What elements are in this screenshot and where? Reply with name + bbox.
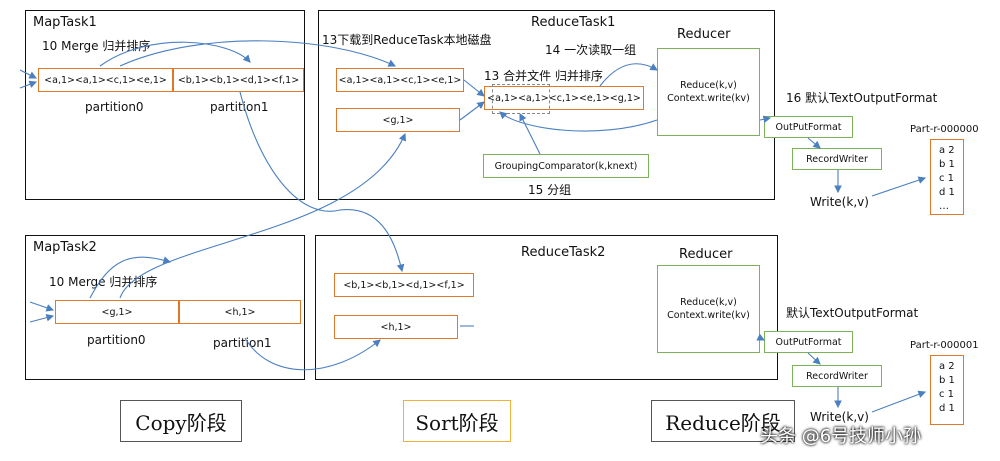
- reducer2-default-format-label: 默认TextOutputFormat: [786, 306, 919, 320]
- file-line: b 1: [939, 159, 955, 170]
- file-line: b 1: [939, 375, 955, 386]
- arrow-p0-to-reducetask1: [119, 40, 396, 67]
- reducer1-output-file: a 2 b 1 c 1 d 1 …: [930, 139, 964, 215]
- arrow-out-maptask2: [29, 313, 55, 323]
- maptask2-partition0-box: <g,1>: [55, 300, 179, 324]
- maptask2-partition1-box: <h,1>: [179, 300, 301, 324]
- arrow-box2-to-merged: [459, 101, 485, 121]
- reducer1-write-label: Write(k,v): [810, 195, 869, 209]
- watermark: 头条 @6号技师小孙: [760, 426, 922, 447]
- maptask1-panel: [25, 10, 305, 200]
- reducer2-outputformat-box: OutPutFormat: [764, 331, 853, 353]
- file-line: …: [939, 201, 949, 212]
- arrow-merged-to-reducer1: [599, 63, 658, 87]
- reducetask2-panel: [315, 235, 778, 380]
- arrow-reducer1-loop: [499, 111, 658, 132]
- arrow-out-maptask1: [19, 80, 38, 89]
- reducer1-outputformat-box: OutPutFormat: [764, 116, 853, 138]
- grouping-comparator-box: GroupingComparator(k,knext): [483, 154, 649, 178]
- reducer1-box: Reduce(k,v) Context.write(kv): [657, 48, 760, 136]
- maptask1-partition1-label: partition1: [210, 100, 269, 114]
- reducer1-recordwriter-box: RecordWriter: [792, 148, 882, 170]
- reducer2-write-label: Write(k,v): [810, 410, 869, 424]
- reducer1-reduce-line: Reduce(k,v): [680, 80, 737, 91]
- sort-stage-label: Sort阶段: [403, 400, 511, 442]
- arrow-write-file-1: [871, 176, 927, 197]
- reducetask1-step15-label: 15 分组: [528, 183, 572, 197]
- reducetask2-box2: <h,1>: [334, 315, 458, 339]
- arrow-outputformat-recordwriter-1: [807, 137, 821, 149]
- arrow-into-maptask2: [29, 301, 55, 312]
- reducer1-title: Reducer: [677, 27, 731, 42]
- file-line: c 1: [939, 173, 955, 184]
- reducer2-box: Reduce(k,v) Context.write(kv): [657, 265, 760, 353]
- arrow-outputformat-recordwriter-2: [807, 352, 821, 365]
- reducer2-context-line: Context.write(kv): [667, 310, 750, 321]
- reducer2-output-file: a 2 b 1 c 1 d 1: [930, 355, 964, 425]
- arrow-p1-to-reducetask2: [239, 91, 405, 273]
- reducetask1-panel: [318, 10, 775, 200]
- maptask1-partition1-box: <b,1><b,1><d,1><f,1>: [173, 68, 304, 92]
- reducer1-step16-label: 16 默认TextOutputFormat: [786, 91, 938, 105]
- maptask2-partition1-label: partition1: [213, 336, 272, 350]
- maptask1-title: MapTask1: [33, 15, 97, 30]
- arrow-into-maptask1: [19, 69, 37, 79]
- arrow-mt2-p0-to-reducetask1: [119, 132, 406, 299]
- maptask1-partition0-label: partition0: [85, 100, 144, 114]
- arrow-mt2-p1-to-reducetask2: [244, 337, 381, 371]
- arrow-grouping-to-merged: [519, 113, 541, 155]
- reducetask1-step14-label: 14 一次读取一组: [545, 43, 637, 57]
- reducer2-recordwriter-box: RecordWriter: [792, 365, 882, 387]
- arrow-box1-to-merged: [463, 79, 485, 97]
- arrow-write-file-2: [871, 390, 927, 413]
- reducetask1-box1: <a,1><a,1><c,1><e,1>: [336, 68, 464, 92]
- arrow-reducer2-outputformat: [756, 333, 765, 341]
- maptask2-partition0-label: partition0: [87, 333, 146, 347]
- file-line: c 1: [939, 389, 955, 400]
- reducer1-file-name: Part-r-000000: [910, 124, 979, 135]
- reducetask1-merged-box: <a,1><a,1><c,1><e,1><g,1>: [484, 86, 644, 110]
- file-line: d 1: [939, 403, 955, 414]
- file-line: d 1: [939, 187, 955, 198]
- reducer1-context-line: Context.write(kv): [667, 93, 750, 104]
- reducer2-file-name: Part-r-000001: [910, 340, 979, 351]
- file-line: a 2: [939, 361, 955, 372]
- reducetask1-title: ReduceTask1: [531, 15, 616, 30]
- maptask2-title: MapTask2: [33, 240, 97, 255]
- reducetask2-box1: <b,1><b,1><d,1><f,1>: [334, 273, 474, 297]
- reduce-stage-label: Reduce阶段: [651, 400, 795, 442]
- maptask2-panel: [25, 235, 305, 380]
- reducer2-title: Reducer: [679, 247, 733, 262]
- maptask2-merge-label: 10 Merge 归并排序: [49, 275, 158, 289]
- reducetask1-box2: <g,1>: [336, 108, 460, 132]
- maptask1-partition0-box: <a,1><a,1><c,1><e,1>: [38, 68, 173, 92]
- reducetask1-step13-label: 13下载到ReduceTask本地磁盘: [322, 33, 492, 47]
- reducer2-reduce-line: Reduce(k,v): [680, 297, 737, 308]
- maptask1-merge-label: 10 Merge 归并排序: [42, 39, 151, 53]
- reducetask2-title: ReduceTask2: [521, 245, 606, 260]
- arrow-maptask1-merge: [99, 41, 251, 67]
- reducetask1-step13b-label: 13 合并文件 归并排序: [484, 69, 603, 83]
- arrow-maptask2-merge: [89, 256, 172, 299]
- file-line: a 2: [939, 145, 955, 156]
- arrow-reducer1-outputformat: [759, 115, 772, 124]
- copy-stage-label: Copy阶段: [120, 400, 242, 442]
